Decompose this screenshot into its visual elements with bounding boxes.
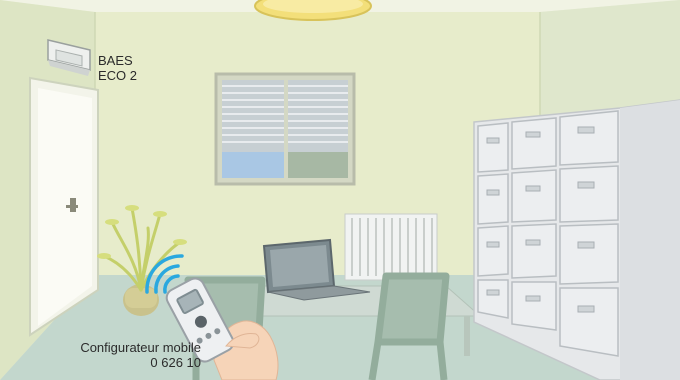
window <box>216 74 354 184</box>
baes-label: BAES ECO 2 <box>98 53 137 83</box>
configurator-label: Configurateur mobile 0 626 10 <box>33 340 201 370</box>
radiator <box>345 214 437 280</box>
ceiling-lamp-icon <box>255 0 371 20</box>
baes-label-line2: ECO 2 <box>98 68 137 83</box>
configurator-label-line1: Configurateur mobile <box>33 340 201 355</box>
baes-label-line1: BAES <box>98 53 137 68</box>
configurator-label-line2: 0 626 10 <box>33 355 201 370</box>
door <box>30 78 98 335</box>
